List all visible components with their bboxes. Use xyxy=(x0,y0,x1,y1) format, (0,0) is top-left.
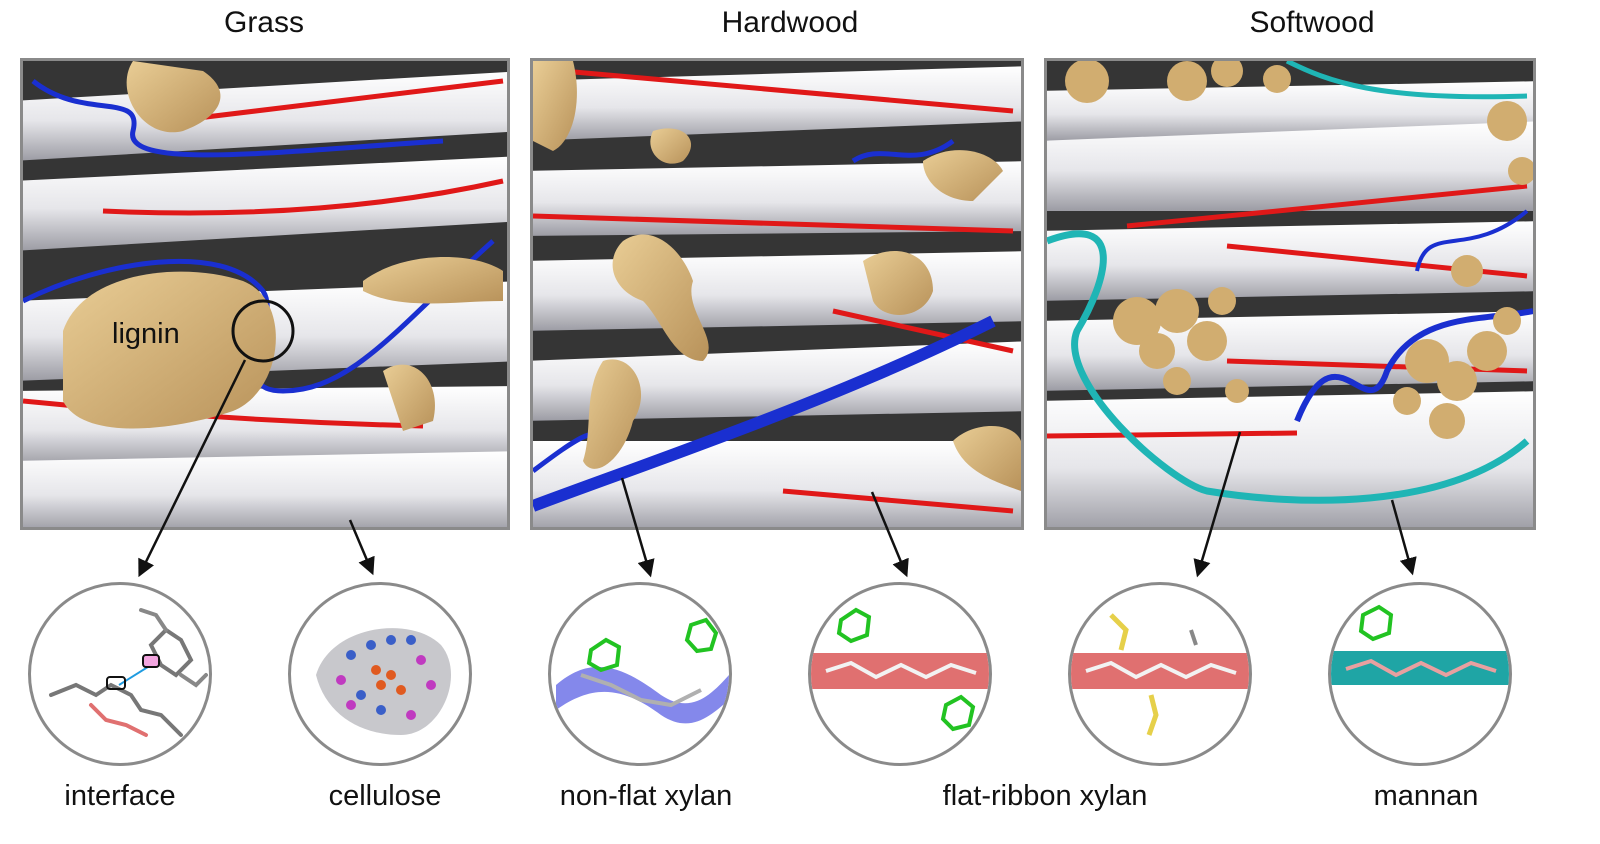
label-interface: interface xyxy=(64,780,176,812)
label-mannan: mannan xyxy=(1373,780,1479,812)
softwood-xylan-circle xyxy=(1068,582,1252,766)
arrow-non-flat-xylan xyxy=(620,477,655,578)
non-flat-xylan-circle xyxy=(548,582,732,766)
arrow-softwood-xylan xyxy=(1193,431,1242,578)
title-grass: Grass xyxy=(223,6,304,39)
hardwood-panel xyxy=(530,58,1024,530)
arrow-interface xyxy=(138,359,247,578)
non-flat-xylan-structure xyxy=(556,617,729,724)
label-cellulose: cellulose xyxy=(328,780,442,812)
softwood-render xyxy=(1047,61,1533,527)
interface-structure xyxy=(49,608,208,737)
hardwood-render xyxy=(533,61,1021,527)
label-flat-ribbon-xylan: flat-ribbon xylan xyxy=(942,780,1148,812)
cellulose-structure xyxy=(316,628,452,735)
interface-circle xyxy=(28,582,212,766)
grass-panel xyxy=(20,58,510,530)
flat-ribbon-xylan-structure xyxy=(811,607,989,732)
softwood-xylan-structure xyxy=(1071,613,1249,736)
grass-render xyxy=(23,61,507,527)
mannan-structure xyxy=(1331,604,1509,685)
mannan-circle xyxy=(1328,582,1512,766)
label-non-flat-xylan: non-flat xylan xyxy=(559,780,733,812)
arrow-flat-ribbon-xylan xyxy=(870,491,909,578)
lignin-label: lignin xyxy=(112,318,180,350)
title-hardwood: Hardwood xyxy=(721,6,859,39)
cellulose-circle xyxy=(288,582,472,766)
softwood-panel xyxy=(1044,58,1536,530)
arrow-cellulose xyxy=(348,519,375,576)
flat-ribbon-xylan-circle xyxy=(808,582,992,766)
arrow-mannan xyxy=(1390,499,1417,576)
title-softwood: Softwood xyxy=(1249,6,1375,39)
